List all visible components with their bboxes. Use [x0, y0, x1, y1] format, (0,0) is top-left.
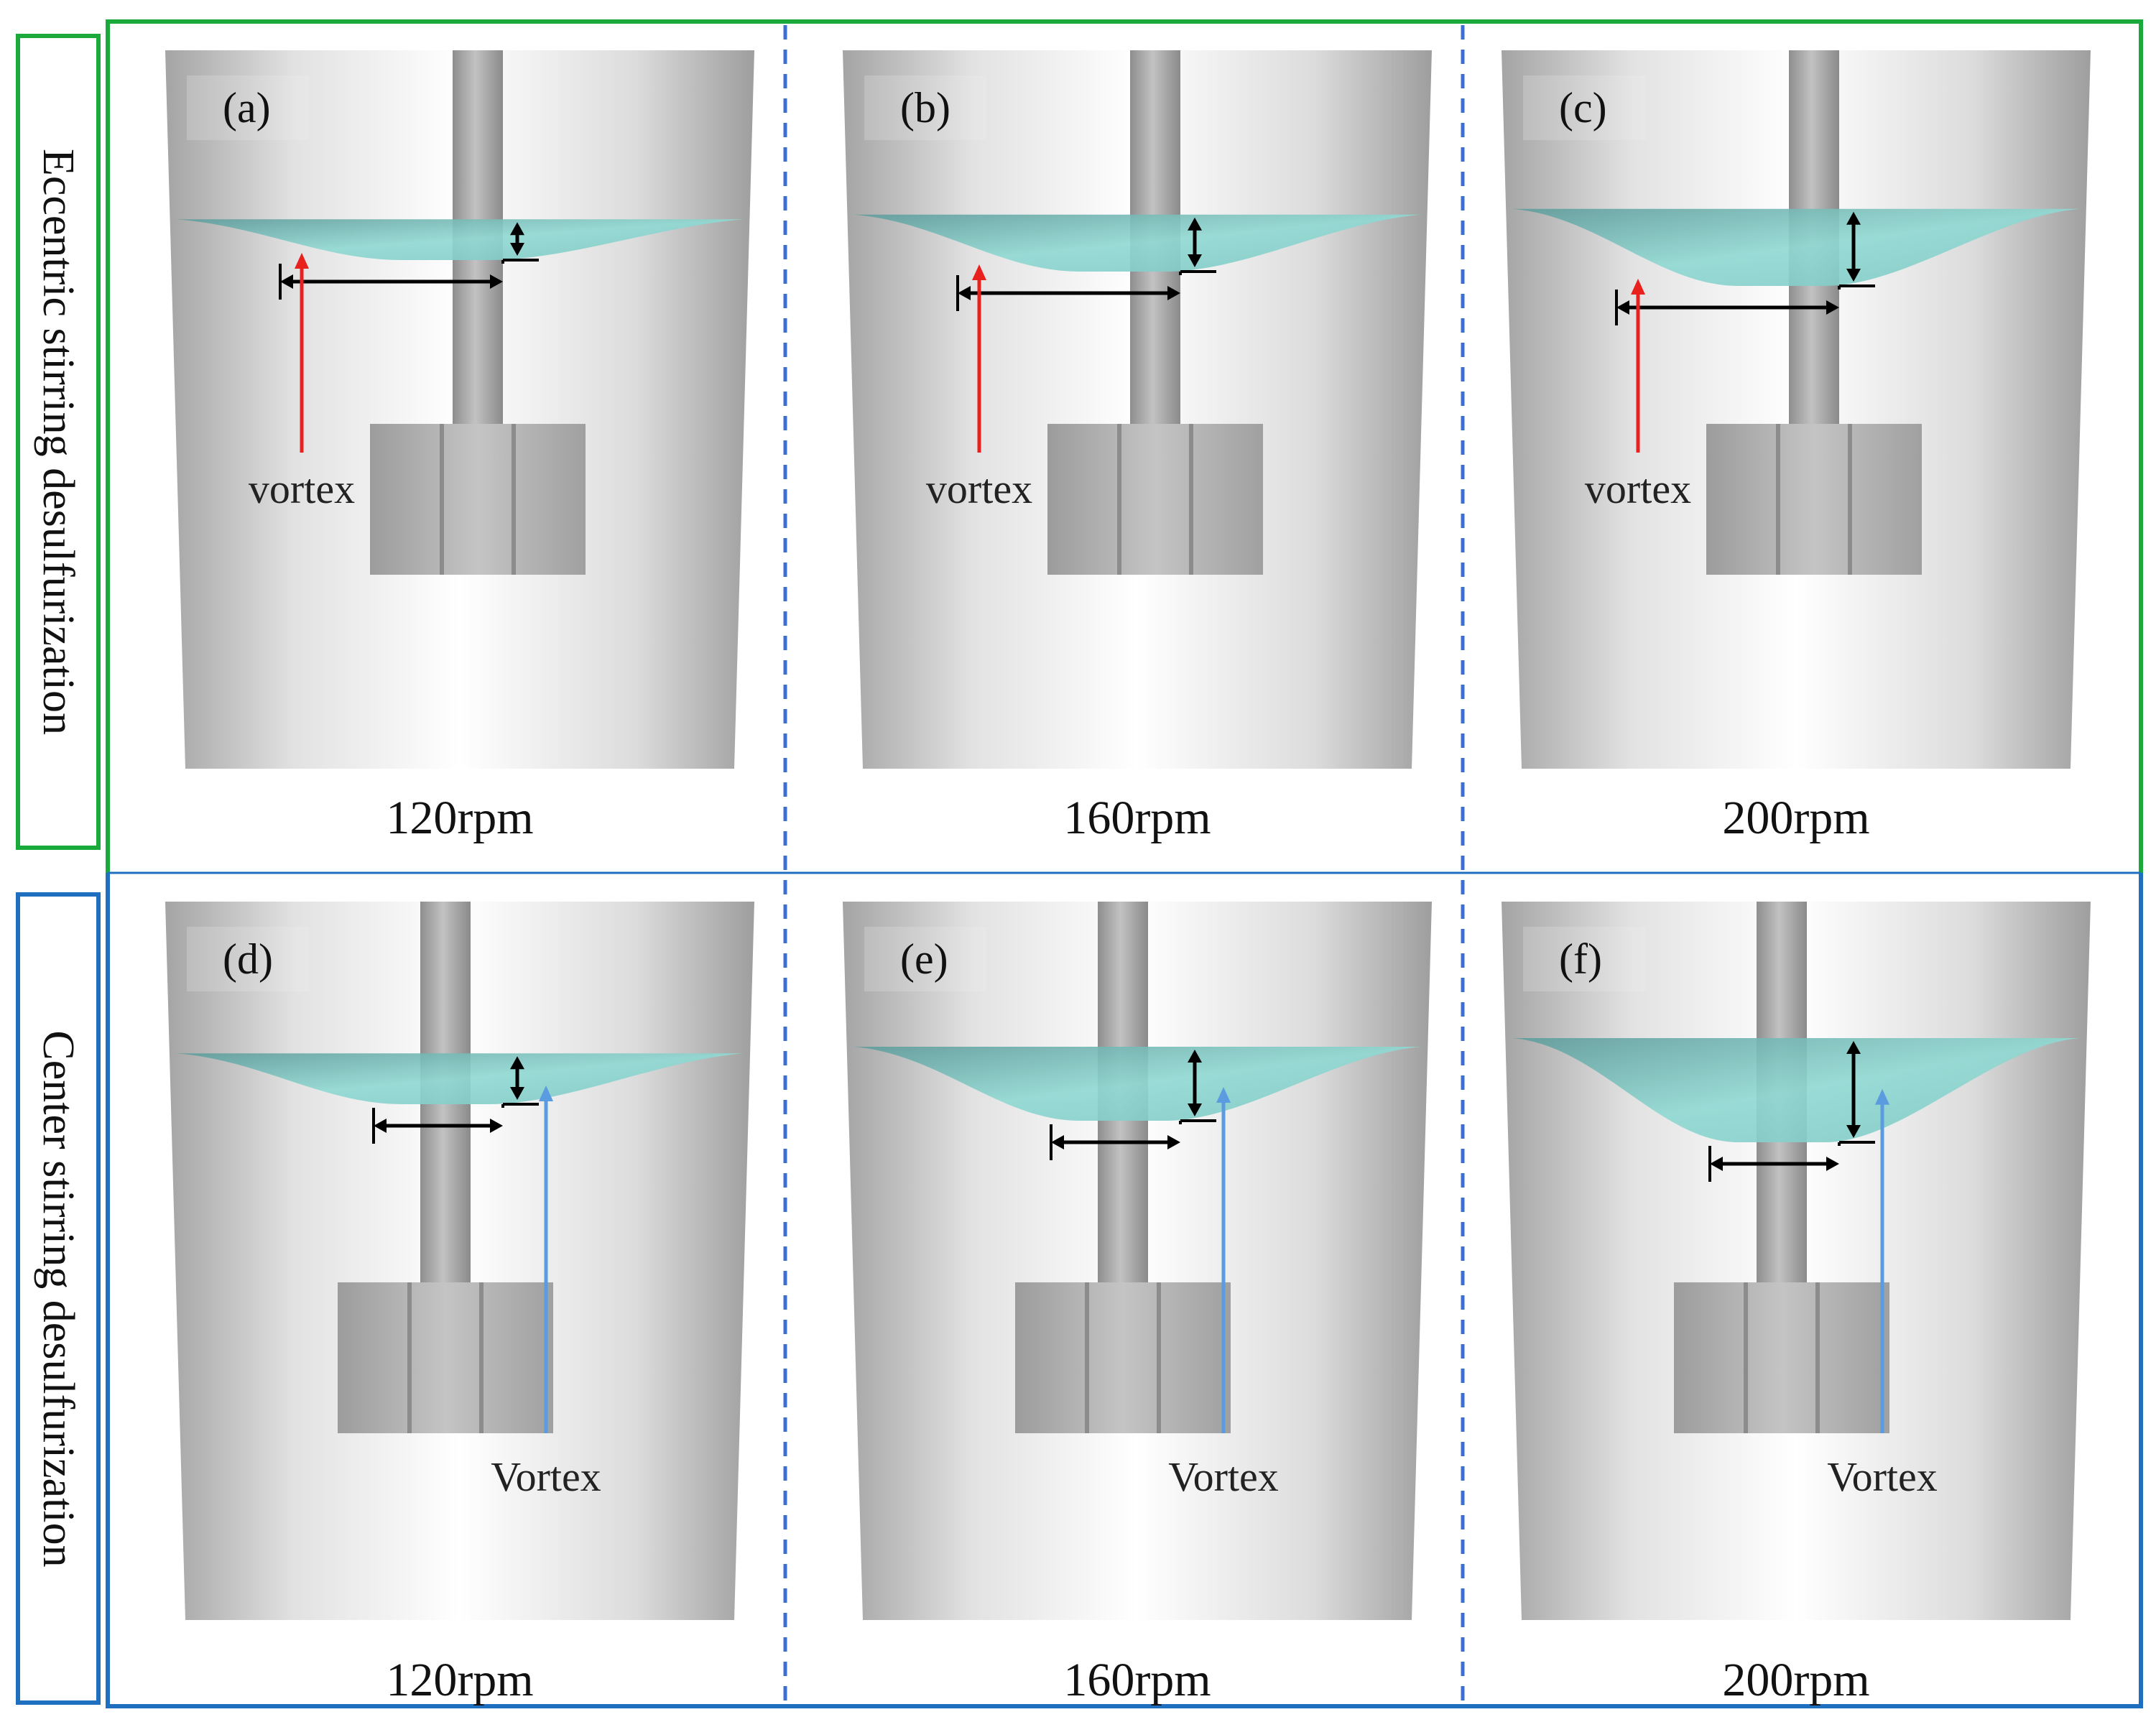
- width-arrow-head-right: [490, 1119, 503, 1133]
- depth-arrow-head-top: [1188, 217, 1202, 231]
- depth-arrow-head-bottom: [1846, 1125, 1861, 1138]
- width-arrow-head-right: [1826, 1157, 1839, 1171]
- depth-arrow-head-bottom: [510, 1087, 524, 1100]
- panel-letter-bg: [187, 75, 309, 140]
- vortex-label: Vortex: [491, 1453, 601, 1500]
- row-label-box-top: [16, 34, 101, 850]
- depth-arrow-head-bottom: [510, 243, 524, 256]
- vortex-pointer-head: [1875, 1088, 1889, 1105]
- panel-letter: (a): [223, 84, 271, 131]
- impeller: [338, 1282, 553, 1433]
- vortex-pointer-head: [972, 264, 986, 280]
- vortex-label: vortex: [249, 466, 355, 512]
- impeller: [1047, 424, 1263, 575]
- liquid-vortex: [1512, 208, 2080, 286]
- depth-arrow-head-top: [1846, 211, 1861, 225]
- panel-letter-bg: [1523, 75, 1645, 140]
- width-arrow-head-left: [1051, 1135, 1064, 1149]
- row-label-box-bottom: [16, 892, 101, 1705]
- width-arrow-head-left: [280, 274, 293, 289]
- width-arrow-head-left: [958, 286, 971, 300]
- speed-label: 200rpm: [1722, 792, 1869, 844]
- figure-frames: [16, 19, 2143, 1708]
- depth-arrow-head-bottom: [1188, 1103, 1202, 1116]
- liquid-vortex: [1512, 1038, 2080, 1142]
- vortex-label: Vortex: [1827, 1453, 1938, 1500]
- liquid-vortex: [853, 214, 1421, 272]
- depth-arrow-head-top: [510, 222, 524, 236]
- width-arrow-head-right: [1826, 300, 1839, 315]
- vortex-label: vortex: [926, 466, 1032, 512]
- vortex-pointer-head: [1216, 1087, 1231, 1103]
- vortex-pointer-head: [295, 253, 309, 269]
- top-row-frame: [106, 19, 2143, 873]
- depth-arrow-head-top: [510, 1056, 524, 1070]
- panels: vortex (a) 120rpm vortex (b) 160rpm vortex (c) 2…: [165, 50, 2091, 1706]
- vortex-pointer-head: [539, 1085, 553, 1101]
- width-arrow-head-right: [1167, 1135, 1180, 1149]
- depth-arrow-head-top: [1188, 1050, 1202, 1063]
- panel-letter: (d): [223, 935, 273, 983]
- row-label-top: Eccentric stirring desulfurization: [34, 149, 83, 735]
- vortex-label: vortex: [1585, 466, 1691, 512]
- panel-a: vortex (a) 120rpm: [165, 50, 754, 844]
- panel-letter-bg: [864, 75, 986, 140]
- speed-label: 160rpm: [1063, 1654, 1211, 1706]
- speed-label: 160rpm: [1063, 792, 1211, 844]
- panel-letter-bg: [864, 927, 986, 991]
- liquid-vortex: [853, 1047, 1421, 1121]
- row-label-bottom: Center stirring desulfurization: [34, 1030, 83, 1567]
- width-arrow-head-right: [490, 274, 503, 289]
- impeller: [1706, 424, 1922, 575]
- panel-letter-bg: [187, 927, 309, 991]
- panel-f: Vortex (f) 200rpm: [1502, 902, 2091, 1706]
- panel-e: Vortex (e) 160rpm: [843, 902, 1432, 1706]
- impeller: [1015, 1282, 1231, 1433]
- speed-label: 120rpm: [386, 792, 533, 844]
- width-arrow-head-left: [1710, 1157, 1723, 1171]
- depth-arrow-head-top: [1846, 1041, 1861, 1054]
- panel-letter: (e): [900, 935, 948, 983]
- width-arrow-head-left: [374, 1119, 387, 1133]
- panel-letter: (f): [1559, 935, 1602, 983]
- liquid-vortex: [176, 1053, 744, 1104]
- impeller: [1674, 1282, 1889, 1433]
- panel-letter: (b): [900, 84, 950, 131]
- speed-label: 120rpm: [386, 1654, 533, 1706]
- width-arrow-head-right: [1167, 286, 1180, 300]
- vortex-pointer-head: [1631, 279, 1645, 295]
- vortex-label: Vortex: [1168, 1453, 1279, 1500]
- panel-d: Vortex (d) 120rpm: [165, 902, 754, 1706]
- panel-b: vortex (b) 160rpm: [843, 50, 1432, 844]
- width-arrow-head-left: [1616, 300, 1629, 315]
- panel-letter-bg: [1523, 927, 1645, 991]
- depth-arrow-head-bottom: [1188, 254, 1202, 267]
- panel-letter: (c): [1559, 84, 1607, 131]
- impeller: [370, 424, 586, 575]
- panel-c: vortex (c) 200rpm: [1502, 50, 2091, 844]
- row-labels: Eccentric stirring desulfurization Cente…: [34, 149, 83, 1568]
- depth-arrow-head-bottom: [1846, 269, 1861, 282]
- liquid-vortex: [176, 219, 744, 260]
- speed-label: 200rpm: [1722, 1654, 1869, 1706]
